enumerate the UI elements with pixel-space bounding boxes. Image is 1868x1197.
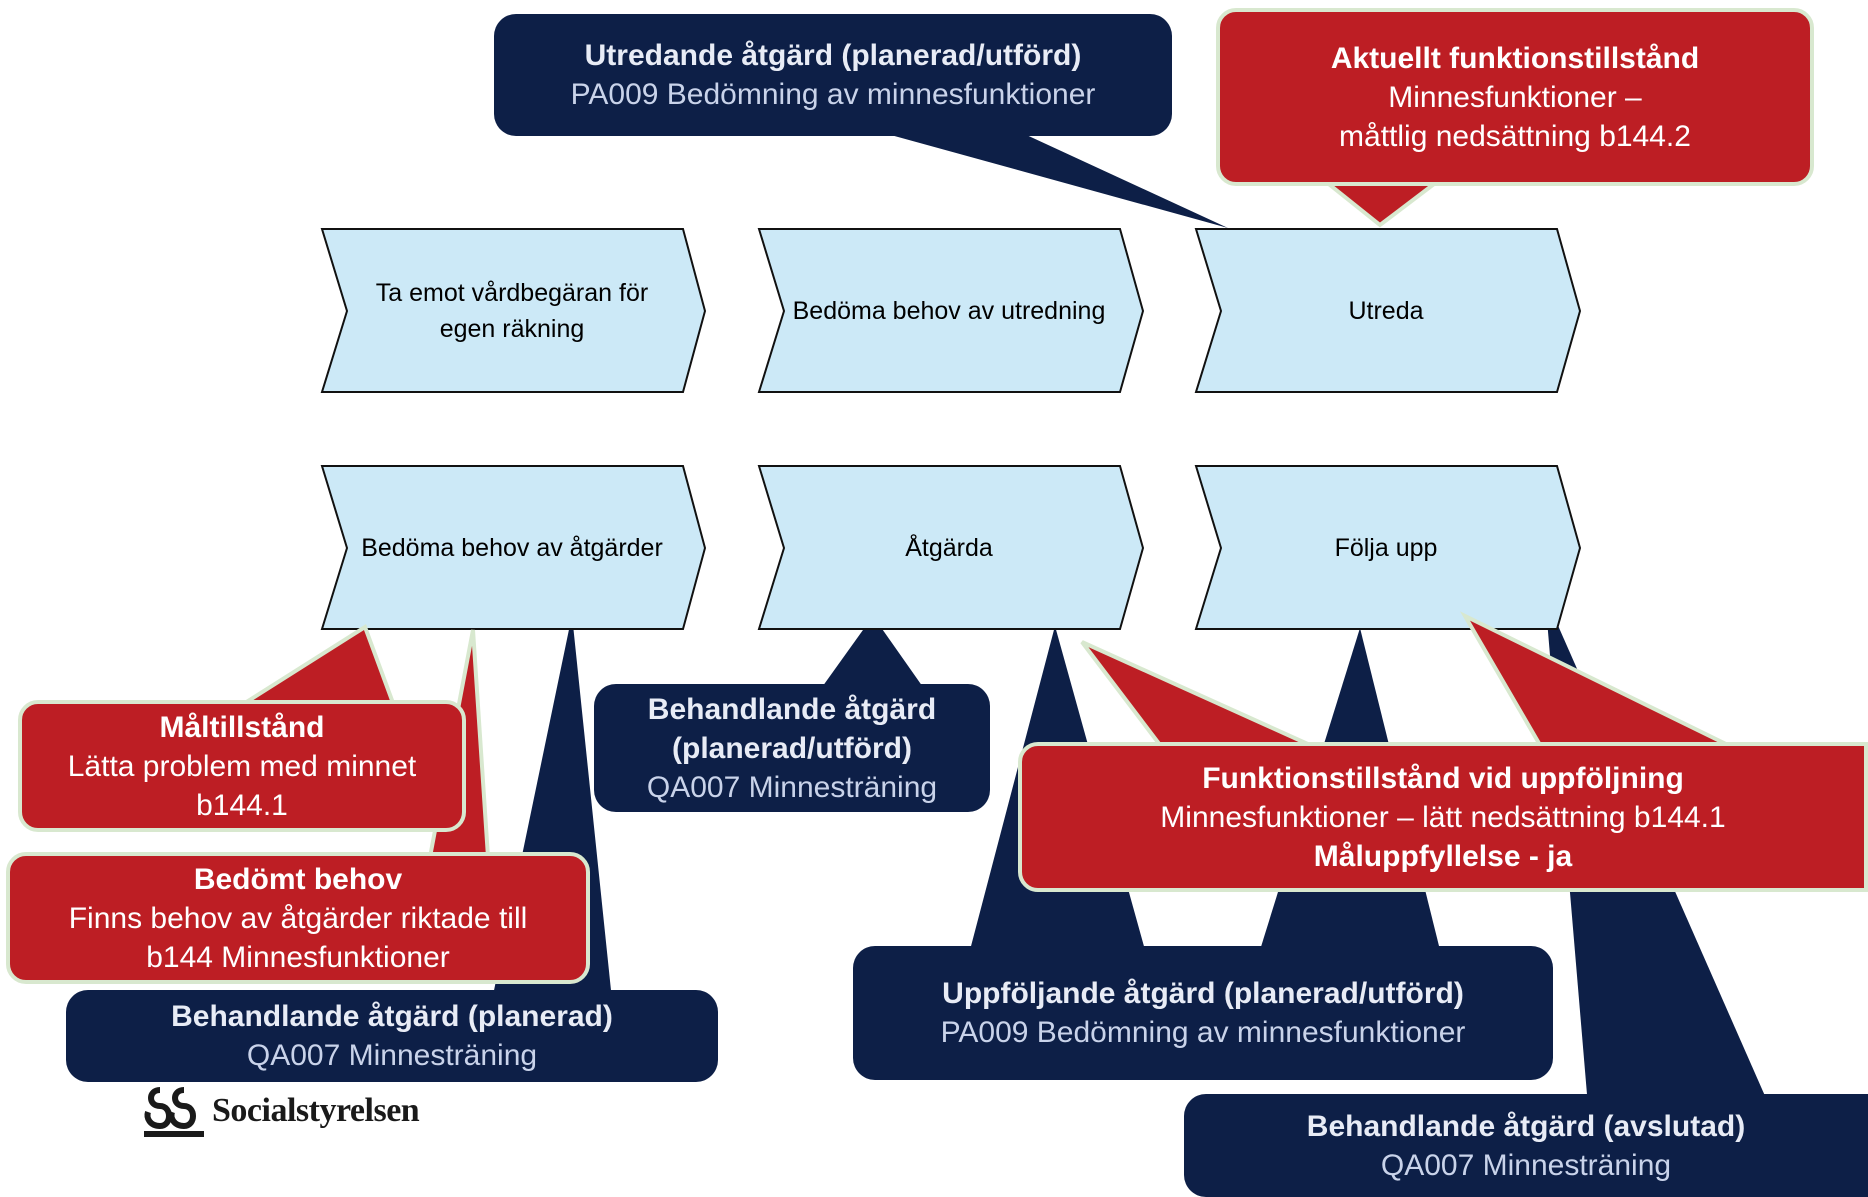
- chevron-shape: [1194, 465, 1582, 630]
- chevron-shape: [757, 465, 1145, 630]
- callout-body: QA007 Minnesträning: [646, 770, 938, 804]
- callout-title: Måltillstånd: [159, 710, 325, 744]
- callout-tail-aktuellt: [1319, 179, 1444, 228]
- callout-body-line1: Minnesfunktioner –: [1388, 80, 1642, 114]
- chevron-shape: [320, 228, 707, 393]
- callout-body: PA009 Bedömning av minnesfunktioner: [570, 78, 1096, 111]
- callout-behandlande-planerad: Behandlande åtgärd (planerad) QA007 Minn…: [66, 990, 718, 1082]
- callout-title: Behandlande åtgärd (planerad): [171, 1000, 613, 1033]
- callout-tail-utredande: [880, 132, 1228, 228]
- chevron-shape: [320, 465, 707, 630]
- callout-title: Behandlande åtgärd (avslutad): [1306, 1109, 1746, 1143]
- callout-title-maluppfyllelse: Måluppfyllelse - ja: [1313, 839, 1573, 873]
- step-label-bedoma-utredning: Bedöma behov av utredning: [792, 297, 1106, 325]
- callout-title: Behandlande åtgärd: [647, 692, 937, 726]
- callout-bedomt-behov: Bedömt behov Finns behov av åtgärder rik…: [6, 852, 590, 984]
- callout-body: Minnesfunktioner – lätt nedsättning b144…: [1160, 800, 1726, 834]
- step-label-atgarda: Åtgärda: [905, 534, 993, 562]
- callout-tail-maltillstand: [238, 623, 396, 705]
- step-label-ta-emot: Ta emot vårdbegäran för egen räkning: [375, 279, 649, 343]
- logo-emblem-icon: [144, 1087, 204, 1137]
- callout-title: Aktuellt funktionstillstånd: [1330, 41, 1700, 75]
- callout-body-line1: Finns behov av åtgärder riktade till: [68, 901, 528, 935]
- chevron-shape: [1194, 228, 1582, 393]
- callout-body: QA007 Minnesträning: [246, 1039, 538, 1072]
- callout-title: Utredande åtgärd (planerad/utförd): [584, 39, 1082, 72]
- step-label-folja-upp: Följa upp: [1334, 534, 1438, 562]
- callout-title: Bedömt behov: [193, 862, 403, 896]
- callout-maltillstand: Måltillstånd Lätta problem med minnet b1…: [18, 700, 466, 832]
- callout-body-line2: måttlig nedsättning b144.2: [1339, 119, 1691, 153]
- callout-body-line1: Lätta problem med minnet: [67, 749, 417, 783]
- callout-behandlande-avslutad: Behandlande åtgärd (avslutad) QA007 Minn…: [1184, 1094, 1868, 1197]
- step-label-utreda: Utreda: [1348, 297, 1424, 325]
- callout-funktionstillstand-uppfoljning: Funktionstillstånd vid uppföljning Minne…: [1018, 742, 1868, 892]
- callout-body-line2: b144 Minnesfunktioner: [146, 940, 450, 974]
- socialstyrelsen-logo: Socialstyrelsen: [140, 1082, 420, 1140]
- callout-title: Uppföljande åtgärd (planerad/utförd): [942, 977, 1464, 1010]
- callout-tail-funktion-uppfoljning-right: [1459, 611, 1729, 747]
- step-label-bedoma-atgarder: Bedöma behov av åtgärder: [361, 534, 663, 562]
- logo-text: Socialstyrelsen: [212, 1092, 420, 1129]
- callout-title: Funktionstillstånd vid uppföljning: [1202, 761, 1684, 795]
- callout-tail-behandlande-planerad-utford: [820, 616, 925, 690]
- callout-behandlande-planerad-utford: Behandlande åtgärd (planerad/utförd) QA0…: [594, 684, 990, 812]
- chevron-shape: [757, 228, 1145, 393]
- callout-tail-funktion-uppfoljning: [1080, 640, 1311, 747]
- callout-body: QA007 Minnesträning: [1380, 1148, 1672, 1182]
- callout-body: PA009 Bedömning av minnesfunktioner: [940, 1016, 1466, 1049]
- callout-title-line2: (planerad/utförd): [672, 731, 912, 765]
- callout-uppfoljande-atgard: Uppföljande åtgärd (planerad/utförd) PA0…: [853, 946, 1553, 1080]
- callout-aktuellt-funktionstillstand: Aktuellt funktionstillstånd Minnesfunkti…: [1216, 8, 1814, 186]
- callout-utredande-atgard: Utredande åtgärd (planerad/utförd) PA009…: [494, 14, 1172, 136]
- callout-body-line2: b144.1: [196, 788, 288, 822]
